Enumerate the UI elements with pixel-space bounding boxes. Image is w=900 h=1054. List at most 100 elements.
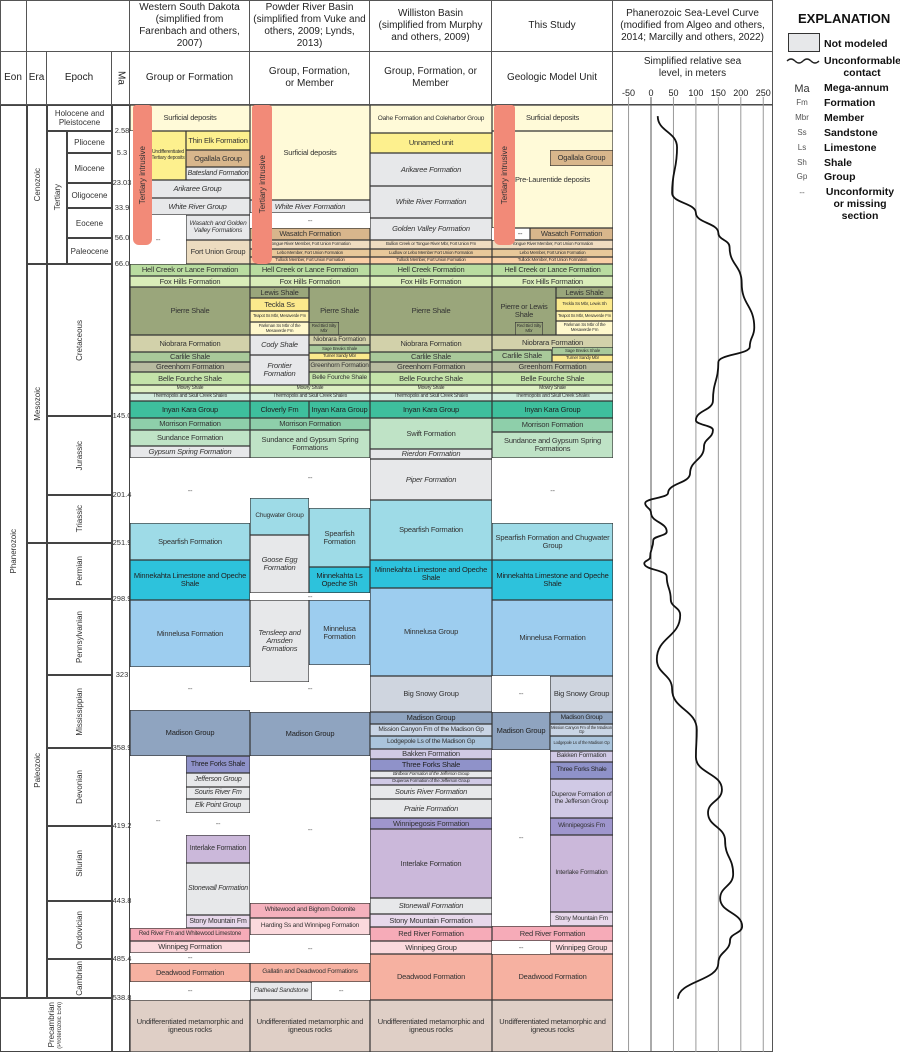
unit-williston-basin: Stony Mountain Formation xyxy=(370,914,492,927)
missing-section: -- xyxy=(307,944,313,954)
unit-powder-river-basin: Undifferentiated metamorphic and igneous… xyxy=(250,1000,370,1052)
missing-section: -- xyxy=(155,234,161,244)
unit-williston-basin: Interlake Formation xyxy=(370,829,492,898)
missing-section: -- xyxy=(307,683,313,693)
unit-williston-basin: Tullock Member, Fort Union Formation xyxy=(370,257,492,264)
missing-section: -- xyxy=(155,816,161,826)
unit-powder-river-basin: Spearfish Formation xyxy=(309,508,370,567)
time-sublabel: (Proterozoic Eon) xyxy=(57,1001,63,1049)
sea-level-title: Phanerozoic Sea-Level Curve (modified fr… xyxy=(613,0,773,52)
column-title-western-south-dakota: Western South Dakota (simplified from Fa… xyxy=(130,0,250,52)
unit-this-study: Red Bird Silty Mbr xyxy=(515,322,543,335)
unit-powder-river-basin: Harding Ss and Winnipeg Formation xyxy=(250,918,370,935)
unit-western-south-dakota: Minnekahta Limestone and Opeche Shale xyxy=(130,560,250,600)
unit-this-study: Tullock Member, Fort Union Formation xyxy=(492,257,613,264)
unit-this-study: Tongue River Member, Fort Union Formatio… xyxy=(492,240,613,249)
column-heading-wsd: Group or Formation xyxy=(130,52,250,105)
unit-western-south-dakota: Pierre Shale xyxy=(130,287,250,335)
abbr-ma: Ma xyxy=(794,83,810,95)
unit-western-south-dakota: Elk Point Group xyxy=(186,799,250,813)
unit-williston-basin: Bakken Formation xyxy=(370,749,492,759)
ma-column xyxy=(112,105,130,1052)
time-label: Mississippian xyxy=(75,687,84,736)
header-blank xyxy=(27,0,130,52)
unit-this-study: Duperow Formation of the Jefferson Group xyxy=(550,779,613,818)
unit-williston-basin: Ludlow or Lebo Member Fort Union Formati… xyxy=(370,249,492,257)
unit-western-south-dakota: Mowry Shale xyxy=(130,385,250,393)
unit-this-study: Belle Fourche Shale xyxy=(492,372,613,385)
unit-powder-river-basin: Tongue River Member, Fort Union Formatio… xyxy=(250,240,370,249)
missing-section: -- xyxy=(550,485,555,495)
unit-western-south-dakota: Thin Elk Formation xyxy=(186,131,250,150)
abbr-ss: Ss xyxy=(797,128,807,137)
x-tick-label: 50 xyxy=(668,88,678,98)
unit-williston-basin: Belle Fourche Shale xyxy=(370,372,492,385)
unit-this-study: Ogallala Group xyxy=(550,150,613,166)
explanation: EXPLANATION Not modeled Unconformable co… xyxy=(780,0,900,230)
explanation-ma: Mega-annum xyxy=(824,82,889,94)
unit-western-south-dakota: Deadwood Formation xyxy=(130,963,250,982)
ma-tick-label: 5.3 xyxy=(116,148,128,157)
ma-tick-label: 201.4 xyxy=(112,490,132,499)
column-heading-prb: Group, Formation, or Member xyxy=(250,52,370,105)
unit-williston-basin: Bullion Creek or Tongue River Mbr, Fort … xyxy=(370,240,492,249)
unit-williston-basin: Unnamed unit xyxy=(370,133,492,153)
unit-this-study: Interlake Formation xyxy=(550,835,613,912)
time-label: Cambrian xyxy=(75,961,84,996)
time-cell-mississippian: Mississippian xyxy=(47,675,112,748)
wavy-line-icon xyxy=(786,58,820,64)
unit-williston-basin: White River Formation xyxy=(370,186,492,218)
time-cell-pennsylvanian: Pennsylvanian xyxy=(47,599,112,675)
unit-williston-basin: Arikaree Formation xyxy=(370,153,492,186)
unit-williston-basin: Fox Hills Formation xyxy=(370,276,492,287)
tertiary-intrusive: Tertiary intrusive xyxy=(133,105,152,245)
time-label: Silurian xyxy=(75,850,84,877)
unit-this-study: Deadwood Formation xyxy=(492,954,613,1000)
unit-this-study: Sundance and Gypsum Spring Formations xyxy=(492,432,613,458)
missing-section: -- xyxy=(307,593,313,600)
missing-section: -- xyxy=(187,683,193,693)
unit-powder-river-basin: Teapot Ss Mbr, Mesaverde Fm xyxy=(250,311,309,322)
missing-section: -- xyxy=(510,228,530,240)
x-tick-label: 200 xyxy=(733,88,748,98)
time-label: Eocene xyxy=(75,218,104,228)
unit-this-study: Bakken Formation xyxy=(550,751,613,762)
ma-tick-label: 419.2 xyxy=(112,821,132,830)
unit-powder-river-basin: Morrison Formation xyxy=(250,418,370,430)
unit-powder-river-basin: Minnekahta Ls Opeche Sh xyxy=(309,567,370,593)
unit-western-south-dakota: Spearfish Formation xyxy=(130,523,250,560)
tertiary-intrusive-label: Tertiary intrusive xyxy=(257,155,267,214)
time-label: Paleozoic xyxy=(32,753,42,788)
x-tick-label: 250 xyxy=(756,88,771,98)
time-cell-oligocene: Oligocene xyxy=(67,183,112,208)
unit-western-south-dakota: Fox Hills Formation xyxy=(130,276,250,287)
unit-williston-basin: Mission Canyon Fm of the Madison Gp xyxy=(370,724,492,736)
tertiary-intrusive: Tertiary intrusive xyxy=(494,105,515,245)
unit-powder-river-basin: Sundance and Gypsum Spring Formations xyxy=(250,430,370,458)
tertiary-intrusive-label: Tertiary intrusive xyxy=(138,145,147,205)
column-title-williston-basin: Williston Basin (simplified from Murphy … xyxy=(370,0,492,52)
ma-tick-label: 538.8 xyxy=(112,993,132,1002)
unit-western-south-dakota: Fort Union Group xyxy=(186,240,250,264)
unit-powder-river-basin: Thermopolis and Skull Creek Shales xyxy=(250,393,370,401)
unit-powder-river-basin: Chugwater Group xyxy=(250,498,309,535)
unit-williston-basin: Golden Valley Formation xyxy=(370,218,492,240)
unit-powder-river-basin: Niobrara Formation xyxy=(309,335,370,345)
unit-this-study: Wasatch Formation xyxy=(530,228,613,240)
unit-williston-basin: Hell Creek Formation xyxy=(370,264,492,276)
header-blank-eon xyxy=(0,0,27,52)
unit-western-south-dakota: Winnipeg Formation xyxy=(130,941,250,953)
missing-section: -- xyxy=(187,986,193,996)
time-label: Pennsylvanian xyxy=(75,610,84,664)
time-cell-precambrian: Precambrian(Proterozoic Eon) xyxy=(0,998,112,1052)
unit-western-south-dakota: Interlake Formation xyxy=(186,835,250,863)
time-cell-cenozoic: Cenozoic xyxy=(27,105,47,264)
x-tick-label: -50 xyxy=(622,88,635,98)
unit-powder-river-basin: Lewis Shale xyxy=(250,287,309,298)
time-label: Holocene and Pleistocene xyxy=(54,109,105,127)
unit-this-study: Teapot Ss Mbr, Mesaverde Fm xyxy=(556,311,613,321)
unit-western-south-dakota: Morrison Formation xyxy=(130,418,250,430)
unit-this-study: Winnipeg Group xyxy=(550,941,613,954)
explanation-not-modeled: Not modeled xyxy=(824,38,888,50)
unit-this-study: Mission Canyon Fm of the Madison Gp xyxy=(550,724,613,736)
